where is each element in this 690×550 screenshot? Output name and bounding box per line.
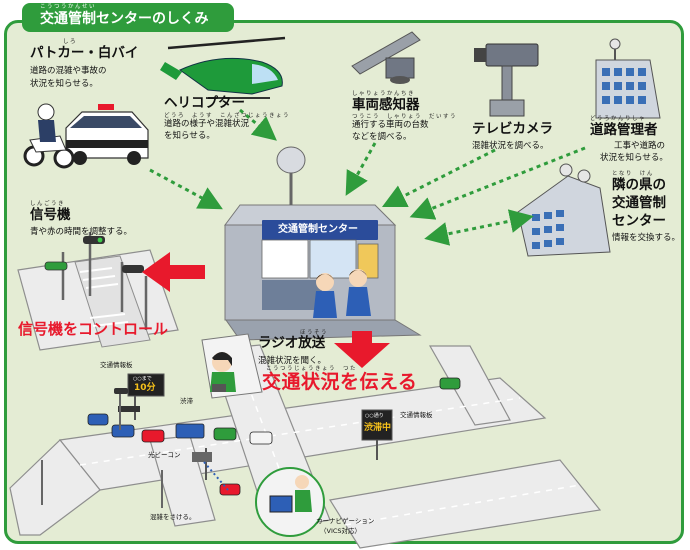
tv-camera-icon: [474, 43, 539, 117]
radio-listener-icon: [201, 333, 263, 399]
road-signal-poles: [41, 394, 163, 508]
road-left-corner: [9, 439, 101, 536]
convey-ruby: こうつうじょうきょう つた: [266, 366, 358, 372]
title-ruby: こうつうかんせい: [40, 4, 97, 10]
patrol-desc-2: 状況を知らせる。: [30, 79, 98, 89]
board-left-small: ○○まで: [133, 376, 152, 382]
board-left-text: 10分: [134, 383, 156, 393]
radio-desc: 混雑状況を聞く。: [258, 356, 327, 366]
radio-ruby: ほうそう: [300, 330, 329, 336]
patrol-desc-1: 道路の混雑や事故の: [30, 66, 107, 76]
arrow-from-road-admin: [409, 146, 586, 220]
traffic-signal-icon: [44, 232, 148, 330]
jam-word: 渋滞: [180, 397, 193, 405]
neighbor-heading-2: 交通管制: [612, 195, 666, 211]
carnavi-label-1: カーナビゲーション: [316, 517, 375, 525]
patrol-heading: パトカー・白バイ: [30, 45, 139, 61]
road-admin-desc-1: 工事や道路の: [614, 141, 666, 151]
patrol-car-icon: [65, 104, 149, 165]
road-signal-head: [114, 388, 128, 394]
title-tab: [22, 3, 234, 32]
neighbor-heading-1: 隣の県の: [612, 177, 666, 193]
road-admin-building-icon: [595, 38, 661, 119]
police-motorcycle-icon: [23, 103, 75, 169]
detector-heading: 車両感知器: [352, 97, 420, 113]
avoid-label: 混雑をさける。: [150, 513, 196, 521]
helicopter-desc-1: 道路の様子や混雑状況: [164, 119, 250, 129]
road-vertical-right: [428, 345, 511, 426]
traffic-info-board-right: [361, 409, 393, 460]
detector-ruby: しゃりょうかんちき: [352, 91, 416, 97]
red-arrow-to-signal: [142, 252, 205, 292]
info-arrows: [149, 108, 586, 246]
arrow-neighbor-exchange: [424, 209, 534, 246]
cars: [87, 377, 461, 496]
optical-beacon-icon: [192, 448, 229, 491]
helicopter-icon: [160, 36, 286, 99]
neighbor-center-building-icon: [517, 163, 611, 257]
beacon-label: 光ビーコン: [148, 451, 181, 459]
control-label: 信号機をコントロール: [18, 320, 169, 338]
arrow-from-camera: [381, 148, 496, 208]
neighbor-heading-3: センター: [612, 213, 666, 229]
road-admin-heading: 道路管理者: [590, 122, 658, 138]
helicopter-heading: ヘリコプター: [164, 95, 245, 111]
red-arrow-down: [334, 331, 390, 368]
detector-desc-2: などを調べる。: [352, 132, 412, 142]
page-title: 交通管制センターのしくみ: [40, 11, 209, 27]
signal-intersection: [17, 249, 179, 351]
detector-desc-1: 通行する車両の台数: [352, 120, 429, 130]
helicopter-ruby: どうろ ようす こんざつじょうきょう: [164, 113, 291, 119]
patrol-ruby: しろ: [63, 39, 78, 45]
arrow-from-detector: [345, 142, 377, 196]
carnavi-label-2: （VICS対応）: [320, 527, 362, 535]
neighbor-desc: 情報を交換する。: [612, 233, 681, 243]
road-admin-ruby: どうろかんりしゃ: [590, 116, 647, 122]
helicopter-desc-2: を知らせる。: [164, 131, 215, 141]
convey-label: 交通状況を伝える: [262, 371, 418, 393]
traffic-info-board-icon: [118, 373, 165, 420]
lane-markings: [79, 349, 581, 526]
neighbor-ruby: となり けん: [612, 171, 654, 177]
board-right-small: ○○通り: [365, 413, 384, 419]
tv-camera-desc: 混雑状況を調べる。: [472, 141, 549, 151]
info-board-right-label: 交通情報板: [400, 411, 433, 419]
arrow-from-helicopter: [239, 108, 277, 141]
signal-desc: 青や赤の時間を調整する。: [30, 227, 133, 237]
board-right-text: 渋滞中: [364, 423, 392, 433]
center-sign: 交通管制センター: [278, 224, 358, 235]
arrow-from-patrol: [149, 168, 223, 210]
signal-heading: 信号機: [30, 207, 71, 223]
traffic-center-building-icon: [224, 146, 422, 341]
detector-desc-ruby: つうこう しゃりょう だいすう: [352, 114, 458, 120]
signal-ruby: しんごうき: [30, 201, 66, 207]
road-admin-desc-2: 状況を知らせる。: [600, 153, 668, 163]
info-board-left-label: 交通情報板: [100, 361, 133, 369]
car-navigation-icon: [255, 467, 325, 537]
tv-camera-heading: テレビカメラ: [472, 121, 553, 137]
vehicle-detector-icon: [351, 31, 421, 84]
radio-heading: ラジオ放送: [258, 335, 326, 351]
